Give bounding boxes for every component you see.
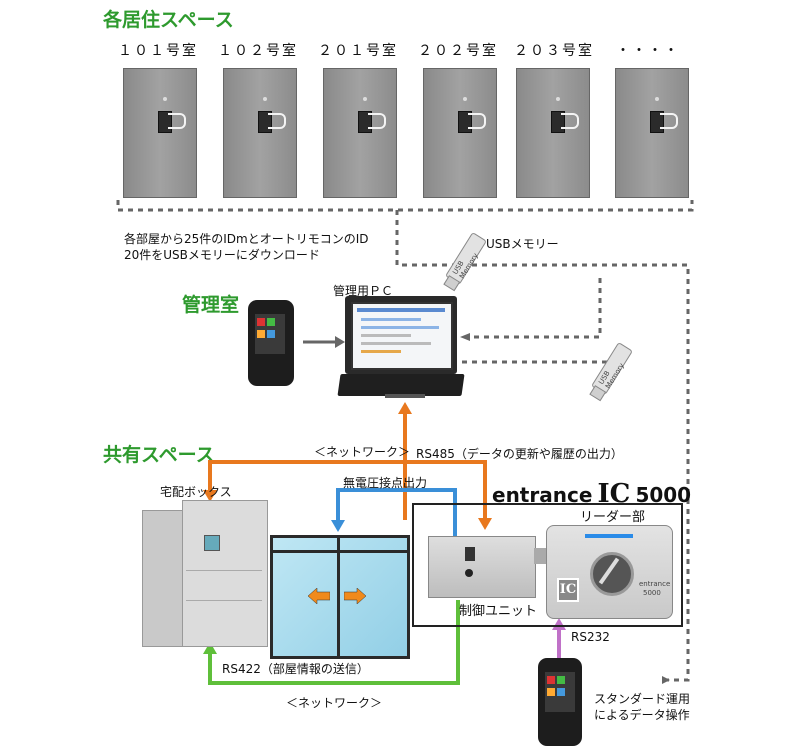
door-room-202 — [423, 68, 497, 198]
room-label-203: ２０３号室 — [514, 43, 594, 59]
entrance-ic-system-box — [412, 503, 683, 627]
admin-pc-laptop-icon — [337, 296, 465, 408]
delivery-box-label: 宅配ボックス — [160, 485, 232, 499]
door-room-201 — [323, 68, 397, 198]
admin-pc-label: 管理用ＰＣ — [333, 284, 394, 298]
delivery-box-icon — [142, 500, 268, 647]
door-room-102 — [223, 68, 297, 198]
handheld-terminal-icon — [248, 300, 294, 386]
door-room-101 — [123, 68, 197, 198]
control-unit-icon — [428, 536, 536, 598]
control-unit-label: 制御ユニット — [459, 604, 538, 619]
room-label-101: １０１号室 — [118, 43, 198, 59]
reader-brand: entrance — [639, 580, 671, 588]
shared-space-heading: 共有スペース — [103, 444, 215, 466]
download-note-line2: 20件をUSBメモリーにダウンロード — [124, 248, 320, 262]
door-open-right-icon — [343, 587, 367, 605]
reader-ic-badge: IC — [557, 578, 579, 602]
room-label-202: ２０２号室 — [418, 43, 498, 59]
room-label-more: ・・・・ — [616, 43, 680, 59]
residential-space-heading: 各居住スペース — [103, 9, 234, 31]
handheld-terminal-icon-2 — [538, 658, 582, 746]
door-open-left-icon — [307, 587, 331, 605]
room-label-102: １０２号室 — [218, 43, 298, 59]
standard-ops-line1: スタンダード運用 — [594, 692, 691, 706]
network-bottom-label: ＜ネットワーク＞ — [286, 696, 383, 710]
connector-plug — [534, 548, 546, 564]
room-label-201: ２０１号室 — [318, 43, 398, 59]
rs422-label: RS422（部屋情報の送信） — [222, 662, 369, 676]
standard-ops-line2: によるデータ操作 — [594, 708, 690, 722]
rs485-label: RS485（データの更新や履歴の出力） — [416, 447, 623, 461]
ic-reader-icon: IC entrance 5000 — [546, 525, 673, 619]
reader-model: 5000 — [643, 589, 661, 597]
download-note-line1: 各部屋から25件のIDmとオートリモコンのID — [124, 232, 369, 246]
network-top-label: ＜ネットワーク＞ — [314, 445, 411, 459]
no-voltage-output-label: 無電圧接点出力 — [343, 476, 428, 490]
usb-memory-label: USBメモリー — [486, 237, 559, 251]
door-room-203 — [516, 68, 590, 198]
management-room-heading: 管理室 — [182, 294, 240, 316]
automatic-door-icon — [270, 535, 410, 659]
door-room-more — [615, 68, 689, 198]
reader-unit-label: リーダー部 — [580, 510, 646, 525]
rs232-label: RS232 — [571, 630, 610, 644]
